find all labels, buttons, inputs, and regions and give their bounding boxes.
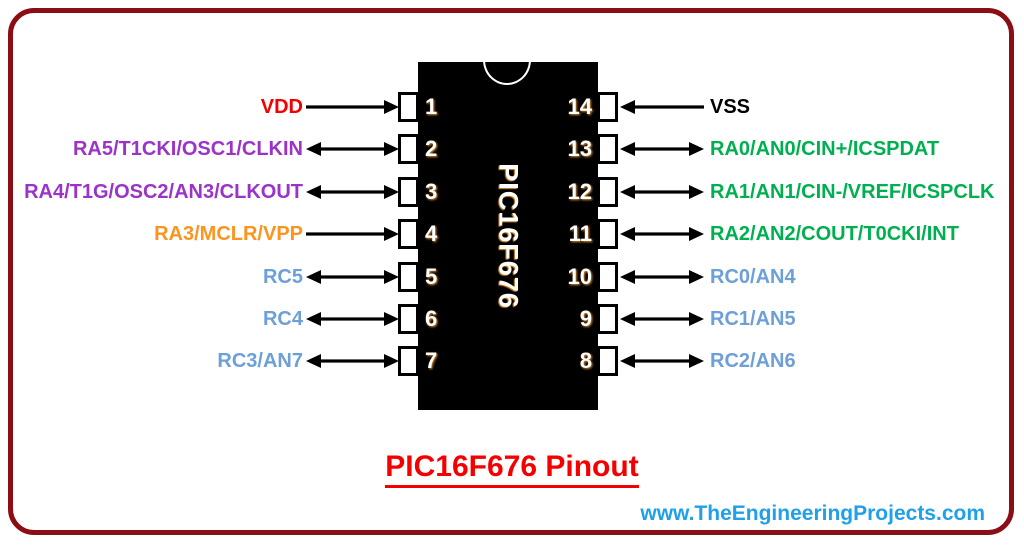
pin-pad-3 [398,177,419,207]
arrow-icon [620,142,704,156]
pin-arrow-10 [620,266,704,288]
pin-number-7: 7 [425,348,438,373]
pin-label-ra3: RA3/MCLR/VPP [154,223,303,245]
pin-number-5: 5 [425,264,438,289]
pin-arrow-3 [306,181,399,203]
pin-number-10: 10 [567,264,592,289]
pin-pad-9 [597,304,618,334]
pin-arrow-7 [306,350,399,372]
pin-pad-10 [597,262,618,292]
pin-pad-6 [398,304,419,334]
pin-arrow-14 [620,96,704,118]
title-row: PIC16F676 Pinout [0,450,1024,488]
pin-number-12: 12 [567,179,592,204]
pin-number-6: 6 [425,306,438,331]
pin-label-vdd: VDD [260,96,303,118]
arrow-icon [620,185,704,199]
pin-arrow-9 [620,308,704,330]
arrow-icon [306,227,399,241]
pin-label-ra1: RA1/AN1/CIN-/VREF/ICSPCLK [710,181,995,203]
pin-pad-13 [597,134,618,164]
pin-number-4: 4 [425,221,438,246]
pin-pad-14 [597,92,618,122]
watermark-link: www.TheEngineeringProjects.com [640,502,985,525]
pin-label-rc2: RC2/AN6 [710,350,796,372]
pin-label-rc0: RC0/AN4 [710,266,796,288]
pin-number-3: 3 [425,179,438,204]
pin-pad-4 [398,219,419,249]
pin-arrow-2 [306,138,399,160]
pin-arrow-8 [620,350,704,372]
pin-label-ra0: RA0/AN0/CIN+/ICSPDAT [710,138,940,160]
pin-arrow-1 [306,96,399,118]
chip-body: PIC16F676 [418,62,598,410]
pin-number-11: 11 [568,221,592,246]
pin-arrow-12 [620,181,704,203]
pin-pad-7 [398,346,419,376]
pin-number-14: 14 [567,94,592,119]
pin-arrow-4 [306,223,399,245]
pin-arrow-6 [306,308,399,330]
arrow-icon [306,142,399,156]
pin-label-rc5: RC5 [262,266,303,288]
pin-label-rc3: RC3/AN7 [217,350,303,372]
pin-arrow-11 [620,223,704,245]
pin-number-2: 2 [425,136,438,161]
arrow-icon [620,354,704,368]
arrow-icon [620,270,704,284]
pin-pad-2 [398,134,419,164]
pin-pad-5 [398,262,419,292]
border-frame [8,8,1014,535]
pin-pad-11 [597,219,618,249]
arrow-icon [620,227,704,241]
arrow-icon [306,185,399,199]
pin-pad-1 [398,92,419,122]
arrow-icon [620,312,704,326]
arrow-icon [306,312,399,326]
pin-arrow-5 [306,266,399,288]
pin-number-9: 9 [579,306,592,331]
pin-label-ra5: RA5/T1CKI/OSC1/CLKIN [72,138,303,160]
pin-pad-8 [597,346,618,376]
pin-label-ra2: RA2/AN2/COUT/T0CKI/INT [710,223,959,245]
chip-notch-icon [483,62,531,85]
pin-label-rc4: RC4 [262,308,303,330]
chip-name: PIC16F676 [493,163,524,309]
pin-label-ra4: RA4/T1G/OSC2/AN3/CLKOUT [24,181,303,203]
page-title: PIC16F676 Pinout [385,450,639,488]
pin-number-1: 1 [425,94,438,119]
arrow-icon [306,270,399,284]
arrow-icon [620,100,704,114]
arrow-icon [306,354,399,368]
pin-pad-12 [597,177,618,207]
pin-number-8: 8 [579,348,592,373]
pin-number-13: 13 [567,136,592,161]
pin-label-vss: VSS [710,96,751,118]
pin-arrow-13 [620,138,704,160]
pin-label-rc1: RC1/AN5 [710,308,796,330]
arrow-icon [306,100,399,114]
